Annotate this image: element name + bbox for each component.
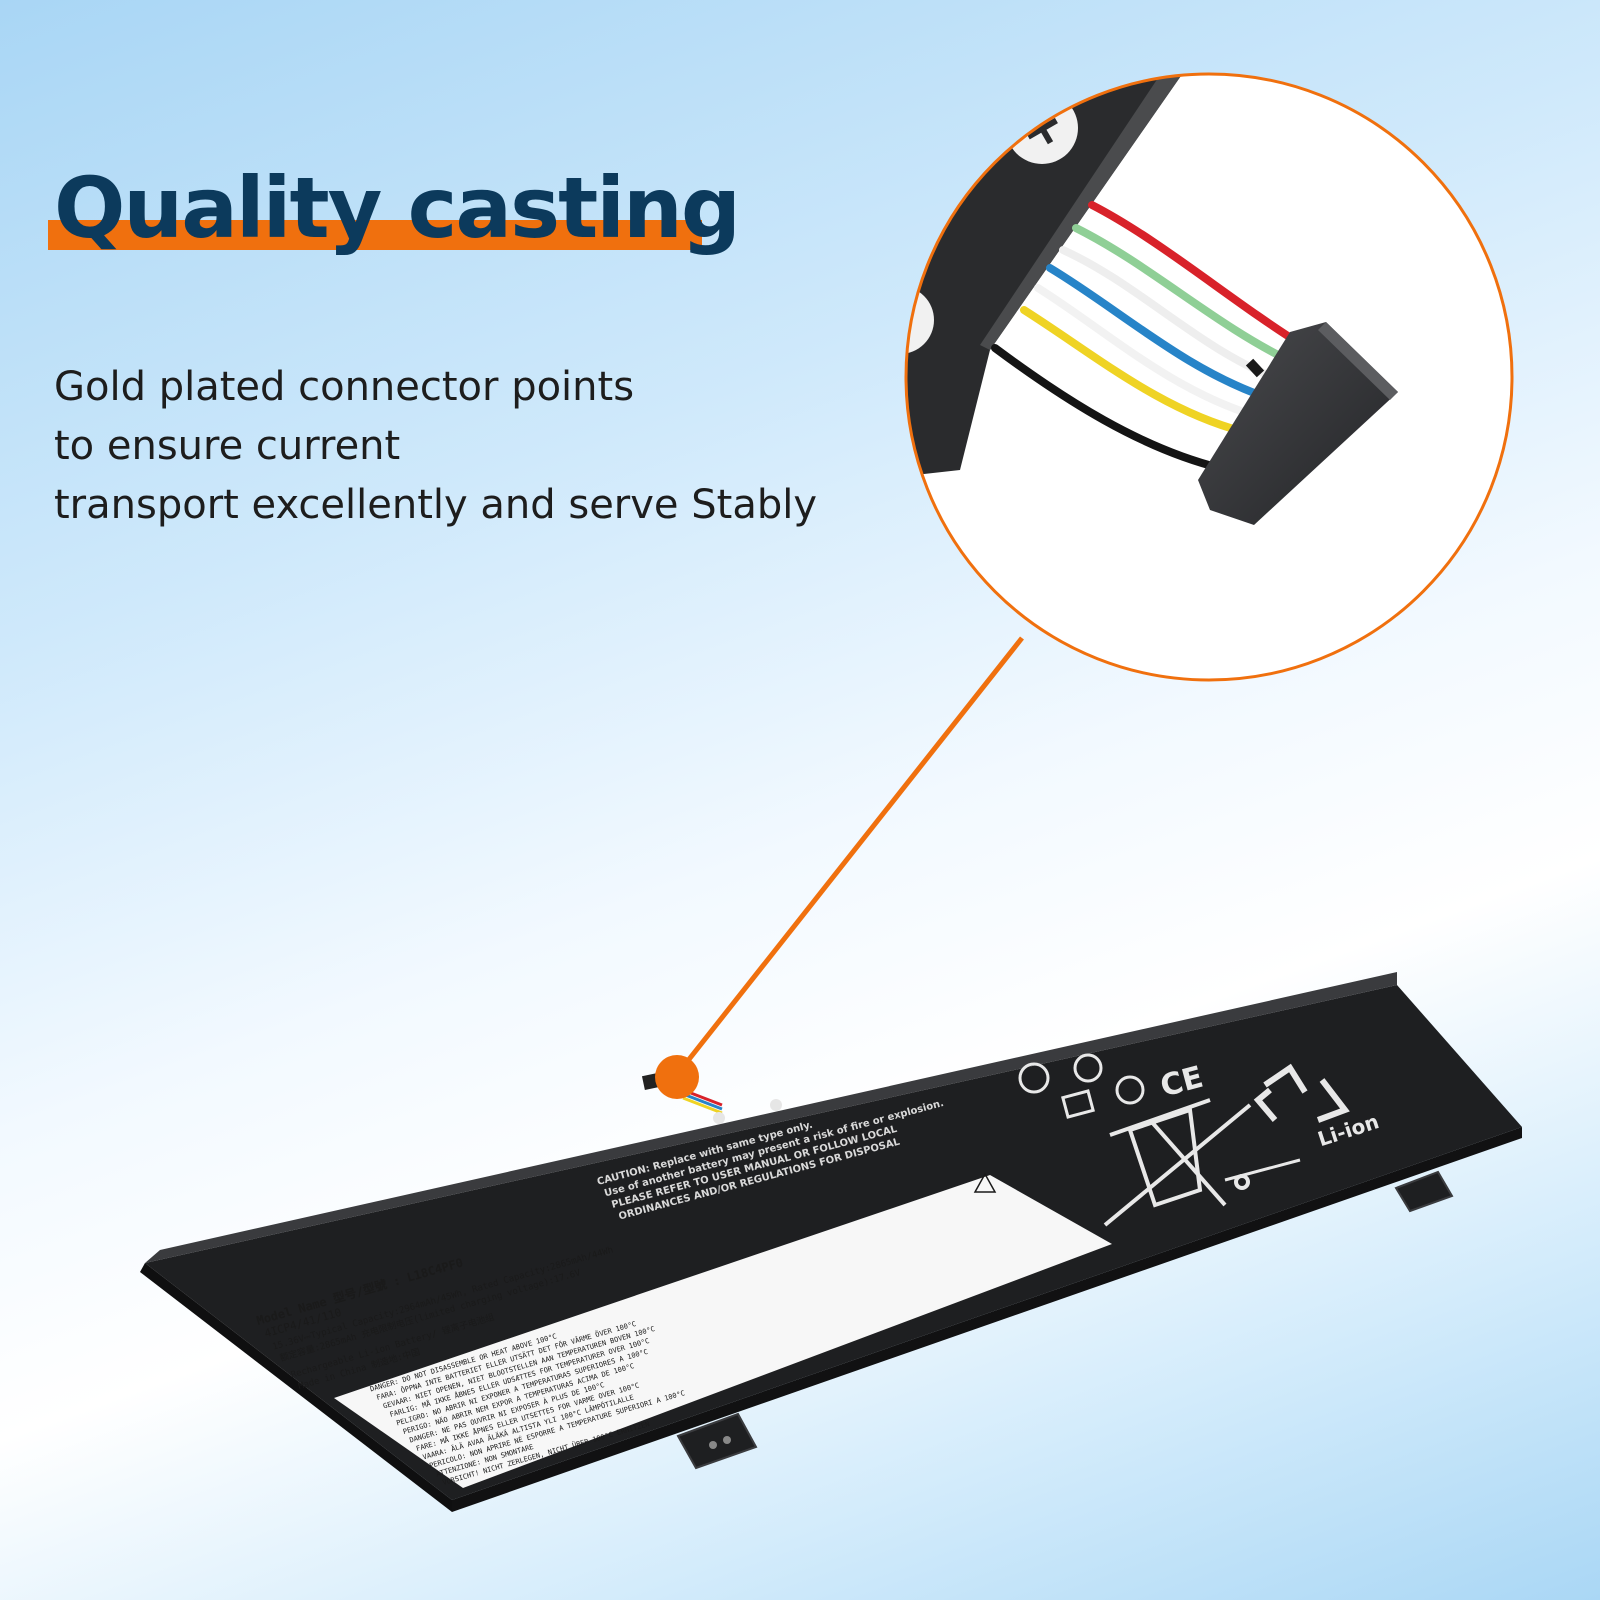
headline-underline-bar <box>48 220 702 250</box>
cert-mark-icon <box>1018 1062 1050 1094</box>
recycle-icon <box>1253 1063 1350 1123</box>
cert-mark-icon <box>1115 1075 1145 1105</box>
headline-block: Quality casting <box>48 158 741 258</box>
cert-mark-icon <box>1073 1053 1103 1083</box>
description: Gold plated connector points to ensure c… <box>54 358 817 535</box>
description-line: to ensure current <box>54 423 401 469</box>
callout-line <box>677 636 1024 1074</box>
cert-mark-icon <box>1061 1089 1095 1119</box>
description-line: transport excellently and serve Stably <box>54 482 818 528</box>
connector-wires <box>991 201 1306 472</box>
callout-anchor-dot <box>655 1055 699 1099</box>
mounting-tab <box>1394 1170 1454 1213</box>
connector-plug <box>1198 322 1398 525</box>
description-line: Gold plated connector points <box>54 364 635 410</box>
headline: Quality casting <box>54 159 741 257</box>
certification-marks: CE <box>1018 1053 1207 1119</box>
warning-triangle-icon <box>973 1172 997 1193</box>
laptop-battery: Model Name 型号/型號 : L18C4PF0 4ICP4/41/110… <box>140 972 1522 1512</box>
weee-bin-crossed-icon <box>1103 1098 1301 1227</box>
zoom-callout-circle: + − <box>906 74 1512 680</box>
mounting-tab <box>676 1412 758 1470</box>
